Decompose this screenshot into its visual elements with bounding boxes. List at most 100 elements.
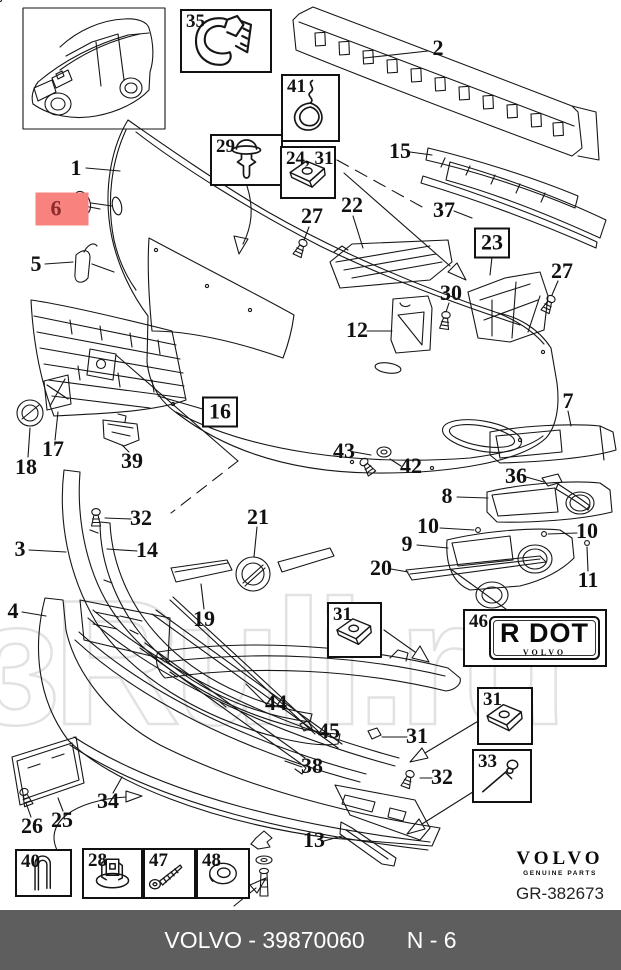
box-number: 29 <box>216 136 235 157</box>
box-number: 33 <box>478 751 497 772</box>
fog-cover-7-part <box>489 424 617 464</box>
callout-box-46: 46 R DOT VOLVO <box>463 609 607 667</box>
callout-box-24-31: 24, 31 <box>280 146 336 199</box>
part-label-38: 38 <box>301 753 323 778</box>
bumper-cover-part <box>107 119 559 474</box>
branding-block: VOLVO GENUINE PARTS GR-382673 <box>503 849 617 904</box>
callout-box-41: 41 <box>281 74 340 142</box>
part-label-7: 7 <box>562 388 574 413</box>
part-label-15: 15 <box>389 138 411 163</box>
mesh-grille-parts <box>420 147 607 249</box>
callout-box-29: 29 <box>210 134 283 186</box>
energy-absorber-part <box>0 0 600 161</box>
callout-box-31: 31 <box>477 687 533 745</box>
part-label-9: 9 <box>401 531 413 556</box>
bracket-12-part <box>390 295 433 354</box>
bracket-23-part <box>467 271 549 343</box>
strip-44-part <box>151 609 343 749</box>
callout-box-33: 33 <box>472 749 532 803</box>
part-label-12: 12 <box>346 317 368 342</box>
box-number: 31 <box>333 604 352 625</box>
clip-31-part <box>367 727 382 740</box>
box-number: 24, 31 <box>286 148 334 169</box>
part-label-19: 19 <box>193 606 215 631</box>
front-grille-part <box>30 299 239 462</box>
genuine-parts-tagline: GENUINE PARTS <box>523 870 597 877</box>
part-label-42: 42 <box>400 453 422 478</box>
part-label-5: 5 <box>30 251 42 276</box>
strip-19-part <box>170 547 335 583</box>
part-label-6: 6 <box>35 192 89 226</box>
nut-plate-icon <box>336 618 372 646</box>
skid-strip-13-part <box>339 821 397 867</box>
part-label-4: 4 <box>7 598 19 623</box>
fog-cover-8-part <box>486 481 613 523</box>
box-number: 47 <box>149 850 168 871</box>
round-emblem-part <box>16 399 44 427</box>
center-pan-part <box>334 784 431 841</box>
license-plate-bracket-part <box>11 736 85 806</box>
retainer-clip-icon <box>194 14 253 66</box>
footer-part-number: VOLVO - 39870060 <box>164 926 365 953</box>
box-number: 48 <box>202 850 221 871</box>
part-label-43: 43 <box>333 438 355 463</box>
fog-cover-9-part <box>446 527 590 613</box>
part-label-2: 2 <box>432 35 444 60</box>
drawing-code: GR-382673 <box>516 884 604 903</box>
part-label-23: 23 <box>474 227 510 259</box>
volvo-emblem-part <box>235 556 271 592</box>
footer-bar: VOLVO - 39870060 N - 6 <box>0 910 621 970</box>
box-number: 31 <box>483 689 502 710</box>
fastener-stack <box>250 830 273 897</box>
part-label-22: 22 <box>341 192 363 217</box>
part-label-27: 27 <box>301 203 323 228</box>
callout-box-31: 31 <box>327 602 382 658</box>
u-clip-icon <box>34 855 51 891</box>
part-label-45: 45 <box>318 718 340 743</box>
callout-box-28: 28 <box>82 848 143 899</box>
part-label-26: 26 <box>21 813 43 838</box>
part-label-10: 10 <box>576 518 598 543</box>
part-label-20: 20 <box>370 555 392 580</box>
box-number: 28 <box>88 850 107 871</box>
footer-page-ref: N - 6 <box>406 926 457 953</box>
lip-spoiler-part <box>155 644 461 692</box>
part-label-30: 30 <box>440 280 462 305</box>
strip-38-part <box>139 642 307 775</box>
screw-icon <box>148 864 183 890</box>
callout-box-35: 35 <box>180 9 272 73</box>
under-shield-part <box>37 597 441 851</box>
assembly-arrows <box>53 159 481 907</box>
r-dot-plate: R DOT VOLVO <box>489 616 600 660</box>
fog-bezel-ring-part <box>475 581 509 609</box>
strip-20-part <box>405 555 547 581</box>
strip-45-part <box>169 596 319 735</box>
part-label-10: 10 <box>417 513 439 538</box>
volvo-logo: VOLVO <box>516 848 604 869</box>
part-label-21: 21 <box>247 504 269 529</box>
box-number: 40 <box>21 851 40 872</box>
spoiler-14-part <box>99 521 313 723</box>
part-label-32: 32 <box>130 505 152 530</box>
wire-clip-icon <box>293 79 323 131</box>
grommet-nut-icon <box>95 858 130 889</box>
part-label-18: 18 <box>15 454 37 479</box>
part-label-34: 34 <box>97 788 119 813</box>
part-label-32: 32 <box>431 764 453 789</box>
part-label-36: 36 <box>505 463 527 488</box>
part-label-25: 25 <box>51 807 73 832</box>
part-label-31: 31 <box>406 723 428 748</box>
hook-bracket-part <box>74 243 115 283</box>
diagram-canvas <box>0 0 617 907</box>
bracket-39-part <box>102 413 140 447</box>
r-dot-brand: VOLVO <box>522 647 567 657</box>
part-label-17: 17 <box>42 436 64 461</box>
part-label-27: 27 <box>551 258 573 283</box>
rivet-icon <box>231 139 262 179</box>
part-label-39: 39 <box>121 448 143 473</box>
part-label-11: 11 <box>577 567 599 592</box>
car-thumbnail <box>22 7 166 130</box>
part-label-44: 44 <box>265 690 287 715</box>
